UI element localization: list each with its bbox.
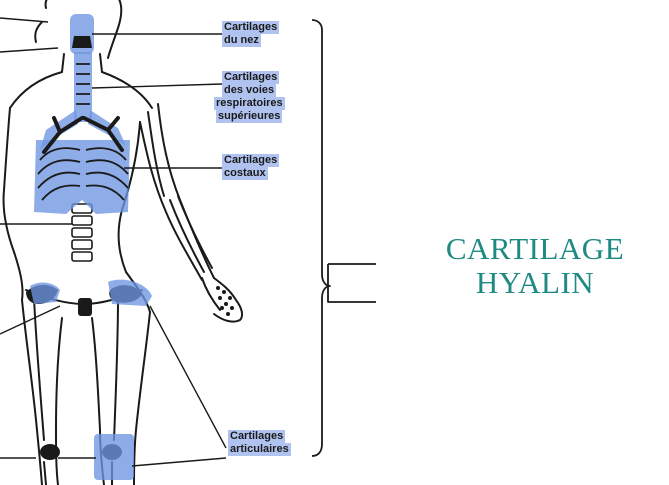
- hip-left: [13, 251, 24, 301]
- leg-left-inner: [55, 317, 63, 485]
- femur-left: [33, 297, 45, 441]
- bronchus-left-branch: [52, 116, 62, 134]
- costal-cartilage-highlight: [34, 140, 130, 214]
- right-hand: [201, 277, 244, 323]
- pointer-line-articulaires-1: [149, 305, 227, 449]
- pointer-line-left-4: [0, 305, 61, 335]
- leg-right-outer: [133, 311, 151, 485]
- phalanx: [228, 296, 232, 300]
- shoulder-right: [101, 71, 153, 109]
- vertebra: [71, 215, 93, 226]
- vertebra: [71, 239, 93, 250]
- bracket-connector: [327, 263, 376, 303]
- label-cartilages-voies-respiratoires: Cartilages des voies respiratoires supér…: [214, 71, 285, 123]
- title-line-1: CARTILAGE: [445, 231, 625, 266]
- phalanx: [226, 312, 230, 316]
- radius-right: [169, 199, 205, 273]
- head-outline: [44, 0, 123, 59]
- hip-joint-left-highlight: [30, 282, 60, 304]
- pointer-line-left-1: [0, 17, 49, 23]
- tibia-left: [43, 461, 47, 485]
- phalanx: [224, 302, 228, 306]
- neck-right: [99, 53, 103, 73]
- neck-left: [61, 53, 65, 73]
- group-bracket: [311, 19, 331, 457]
- nose-shape: [72, 36, 92, 48]
- phalanx: [216, 286, 220, 290]
- knee-left: [40, 444, 60, 460]
- phalanx: [230, 306, 234, 310]
- label-cartilages-articulaires: Cartilages articulaires: [228, 430, 291, 456]
- bronchi-highlight: [40, 110, 126, 150]
- vertebra: [71, 251, 93, 262]
- pointer-line-articulaires-2: [131, 457, 227, 467]
- phalanx: [218, 296, 222, 300]
- vertebra: [71, 227, 93, 238]
- hip-joint-right-highlight: [108, 279, 152, 306]
- pointer-line-voies: [91, 83, 223, 89]
- phalanx: [222, 290, 226, 294]
- humerus-right: [147, 111, 165, 197]
- torso-left: [2, 107, 15, 253]
- femur-right: [113, 299, 119, 441]
- knee-joint-highlight: [94, 434, 134, 480]
- trachea-highlight: [74, 52, 92, 122]
- title-line-2: HYALIN: [475, 265, 595, 300]
- hair-left: [34, 21, 43, 43]
- phalanx: [220, 306, 224, 310]
- leg-left-outer: [21, 299, 43, 485]
- ulna-right: [177, 195, 213, 269]
- ribs-right: [85, 147, 129, 201]
- label-cartilages-costaux: Cartilages costaux: [222, 154, 280, 180]
- right-arm-inner: [139, 121, 203, 281]
- pointer-line-left-2: [0, 47, 59, 53]
- ribs-left: [37, 147, 81, 201]
- shoulder-left: [9, 71, 63, 109]
- label-cartilages-du-nez: Cartilages du nez: [222, 21, 280, 47]
- bronchus-right-branch: [106, 116, 120, 132]
- cartilage-hyalin-title: CARTILAGE HYALIN: [405, 232, 665, 300]
- trachea-rings: [76, 63, 90, 105]
- sacrum: [78, 298, 92, 316]
